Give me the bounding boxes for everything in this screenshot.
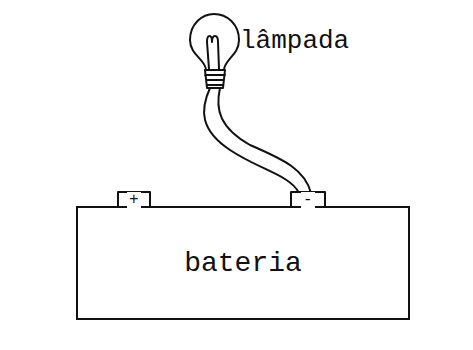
- terminal-sign: -: [301, 192, 315, 208]
- lamp-base: [205, 70, 225, 88]
- wire: [218, 88, 311, 193]
- negative-terminal: [291, 192, 325, 207]
- battery-box: bateria: [76, 206, 410, 320]
- lamp-bulb: [190, 14, 239, 70]
- positive-terminal: [118, 192, 150, 207]
- battery-label: bateria: [184, 248, 302, 279]
- lamp-filament: [207, 36, 219, 69]
- part-label: lâmpada: [240, 28, 349, 54]
- terminal-sign: +: [127, 192, 141, 208]
